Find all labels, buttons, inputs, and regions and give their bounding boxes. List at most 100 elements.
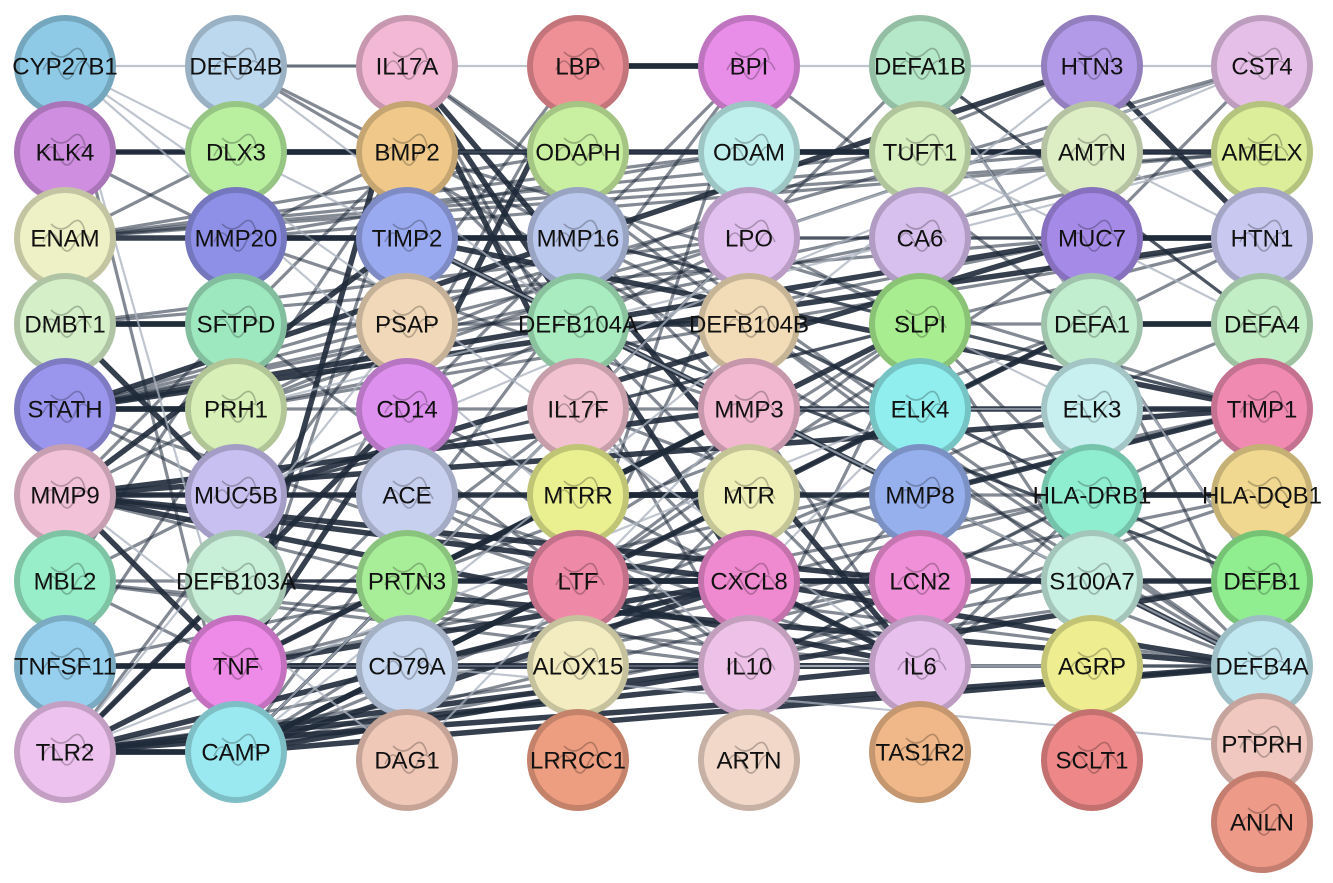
node-label: HLA-DRB1 [1033, 483, 1152, 510]
node-il10[interactable]: IL10 [698, 615, 800, 717]
node-alox15[interactable]: ALOX15 [527, 615, 629, 717]
node-slpi[interactable]: SLPI [869, 273, 971, 375]
node-circle[interactable] [1211, 771, 1313, 873]
node-hla-dqb1[interactable]: HLA-DQB1 [1202, 444, 1322, 546]
node-odaph[interactable]: ODAPH [527, 101, 629, 203]
node-camp[interactable]: CAMP [185, 701, 287, 803]
node-prh1[interactable]: PRH1 [185, 358, 287, 460]
node-label: AGRP [1058, 654, 1126, 681]
node-circle[interactable] [185, 701, 287, 803]
node-il17a[interactable]: IL17A [356, 15, 458, 117]
node-cst4[interactable]: CST4 [1211, 15, 1313, 117]
node-mbl2[interactable]: MBL2 [14, 530, 116, 632]
node-htn3[interactable]: HTN3 [1041, 15, 1143, 117]
node-label: TUFT1 [883, 140, 958, 167]
node-circle[interactable] [869, 701, 971, 803]
protein-structure-icon [42, 562, 92, 595]
node-dag1[interactable]: DAG1 [356, 709, 458, 811]
node-tnfsf11[interactable]: TNFSF11 [14, 615, 116, 717]
protein-structure-icon [213, 733, 263, 766]
node-circle[interactable] [527, 709, 629, 811]
node-mmp9[interactable]: MMP9 [14, 444, 116, 546]
protein-structure-icon [726, 219, 776, 252]
node-dlx3[interactable]: DLX3 [185, 101, 287, 203]
node-defa4[interactable]: DEFA4 [1211, 273, 1313, 375]
node-ptprh[interactable]: PTPRH [1211, 693, 1313, 795]
protein-structure-icon [555, 219, 605, 252]
node-prtn3[interactable]: PRTN3 [356, 530, 458, 632]
node-tnf[interactable]: TNF [185, 615, 287, 717]
node-muc7[interactable]: MUC7 [1041, 187, 1143, 289]
node-sclt1[interactable]: SCLT1 [1041, 709, 1143, 811]
node-circle[interactable] [698, 709, 800, 811]
node-artn[interactable]: ARTN [698, 709, 800, 811]
node-label: MTR [723, 483, 775, 510]
node-stath[interactable]: STATH [14, 358, 116, 460]
node-htn1[interactable]: HTN1 [1211, 187, 1313, 289]
protein-structure-icon [897, 47, 947, 80]
node-mtrr[interactable]: MTRR [527, 444, 629, 546]
node-defa1b[interactable]: DEFA1B [869, 15, 971, 117]
node-dmbt1[interactable]: DMBT1 [14, 273, 116, 375]
node-circle[interactable] [1041, 709, 1143, 811]
node-label: KLK4 [36, 140, 95, 167]
protein-structure-icon [1069, 562, 1119, 595]
node-sftpd[interactable]: SFTPD [185, 273, 287, 375]
node-mmp16[interactable]: MMP16 [527, 187, 629, 289]
node-defb1[interactable]: DEFB1 [1211, 530, 1313, 632]
node-klk4[interactable]: KLK4 [14, 101, 116, 203]
node-label: DEFB104A [518, 312, 638, 339]
node-lcn2[interactable]: LCN2 [869, 530, 971, 632]
node-cd14[interactable]: CD14 [356, 358, 458, 460]
node-ca6[interactable]: CA6 [869, 187, 971, 289]
node-lbp[interactable]: LBP [527, 15, 629, 117]
node-amelx[interactable]: AMELX [1211, 101, 1313, 203]
node-elk3[interactable]: ELK3 [1041, 358, 1143, 460]
protein-structure-icon [42, 219, 92, 252]
node-cd79a[interactable]: CD79A [356, 615, 458, 717]
protein-structure-icon [213, 47, 263, 80]
node-label: CA6 [897, 226, 944, 253]
node-label: SFTPD [197, 312, 276, 339]
node-mtr[interactable]: MTR [698, 444, 800, 546]
node-cxcl8[interactable]: CXCL8 [698, 530, 800, 632]
node-il17f[interactable]: IL17F [527, 358, 629, 460]
node-tas1r2[interactable]: TAS1R2 [869, 701, 971, 803]
node-lrrcc1[interactable]: LRRCC1 [527, 709, 629, 811]
node-defb4b[interactable]: DEFB4B [185, 15, 287, 117]
node-ltf[interactable]: LTF [527, 530, 629, 632]
node-defb104b[interactable]: DEFB104B [689, 273, 809, 375]
node-mmp8[interactable]: MMP8 [869, 444, 971, 546]
node-bmp2[interactable]: BMP2 [356, 101, 458, 203]
node-psap[interactable]: PSAP [356, 273, 458, 375]
node-lpo[interactable]: LPO [698, 187, 800, 289]
node-odam[interactable]: ODAM [698, 101, 800, 203]
node-anln[interactable]: ANLN [1211, 771, 1313, 873]
node-mmp3[interactable]: MMP3 [698, 358, 800, 460]
node-defb103a[interactable]: DEFB103A [176, 530, 296, 632]
node-tlr2[interactable]: TLR2 [14, 701, 116, 803]
node-cyp27b1[interactable]: CYP27B1 [12, 15, 118, 117]
node-muc5b[interactable]: MUC5B [185, 444, 287, 546]
node-circle[interactable] [356, 709, 458, 811]
node-il6[interactable]: IL6 [869, 615, 971, 717]
node-bpi[interactable]: BPI [698, 15, 800, 117]
node-timp2[interactable]: TIMP2 [356, 187, 458, 289]
node-defa1[interactable]: DEFA1 [1041, 273, 1143, 375]
protein-structure-icon [1239, 305, 1289, 338]
node-mmp20[interactable]: MMP20 [185, 187, 287, 289]
protein-structure-icon [1069, 305, 1119, 338]
protein-structure-icon [42, 133, 92, 166]
node-hla-drb1[interactable]: HLA-DRB1 [1033, 444, 1152, 546]
node-ace[interactable]: ACE [356, 444, 458, 546]
node-elk4[interactable]: ELK4 [869, 358, 971, 460]
node-tuft1[interactable]: TUFT1 [869, 101, 971, 203]
node-s100a7[interactable]: S100A7 [1041, 530, 1143, 632]
node-defb4a[interactable]: DEFB4A [1211, 615, 1313, 717]
node-label: MBL2 [34, 569, 97, 596]
node-enam[interactable]: ENAM [14, 187, 116, 289]
node-timp1[interactable]: TIMP1 [1211, 358, 1313, 460]
node-agrp[interactable]: AGRP [1041, 615, 1143, 717]
node-circle[interactable] [14, 701, 116, 803]
node-amtn[interactable]: AMTN [1041, 101, 1143, 203]
